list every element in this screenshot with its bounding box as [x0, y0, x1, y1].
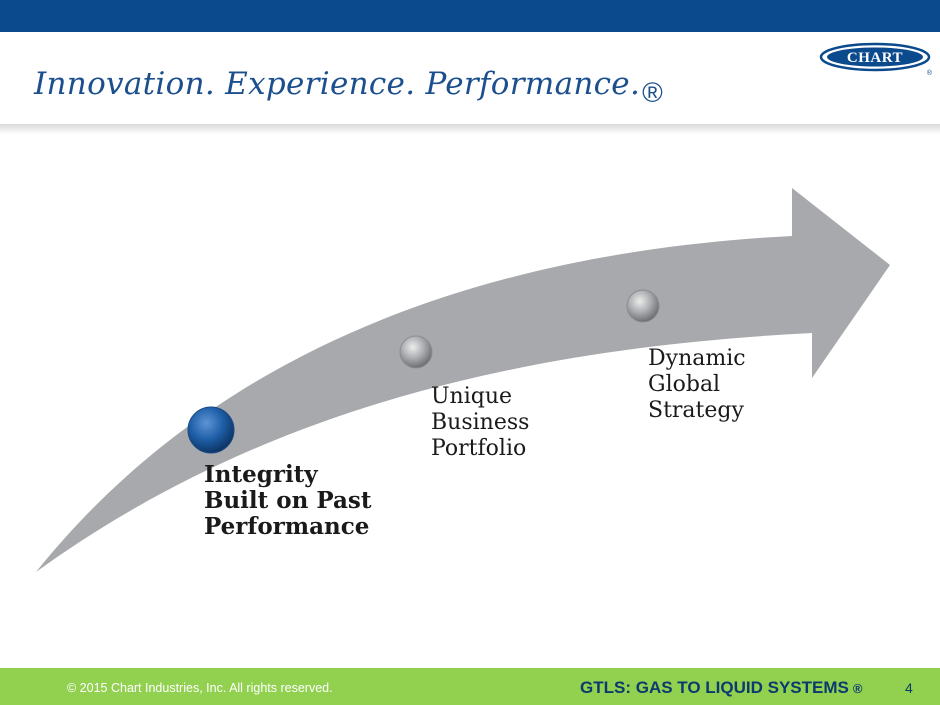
arrow-shape — [36, 188, 890, 572]
tagline-text: GTLS: GAS TO LIQUID SYSTEMS — [580, 678, 849, 697]
page-title: Innovation. Experience. Performance.® — [34, 66, 663, 110]
step-label-integrity: Integrity Built on Past Performance — [204, 461, 372, 540]
top-banner — [0, 0, 940, 32]
step-dot-strategy — [626, 289, 660, 323]
logo-text: CHART — [847, 50, 903, 66]
step-label-portfolio: Unique Business Portfolio — [431, 384, 530, 461]
step-dot-integrity — [187, 406, 235, 454]
footer-bar — [0, 668, 940, 705]
chart-logo: CHART ® — [819, 42, 933, 76]
footer-tagline: GTLS: GAS TO LIQUID SYSTEMS® — [580, 678, 862, 698]
tagline-registered-mark: ® — [852, 681, 863, 696]
logo-registered-mark: ® — [927, 69, 933, 76]
copyright-text: © 2015 Chart Industries, Inc. All rights… — [67, 681, 333, 695]
title-text: Innovation. Experience. Performance. — [34, 66, 641, 102]
title-registered-mark: ® — [642, 77, 663, 108]
page-number: 4 — [905, 680, 913, 696]
step-dot-portfolio — [399, 335, 433, 369]
step-label-strategy: Dynamic Global Strategy — [648, 346, 746, 423]
header-divider — [0, 124, 940, 134]
